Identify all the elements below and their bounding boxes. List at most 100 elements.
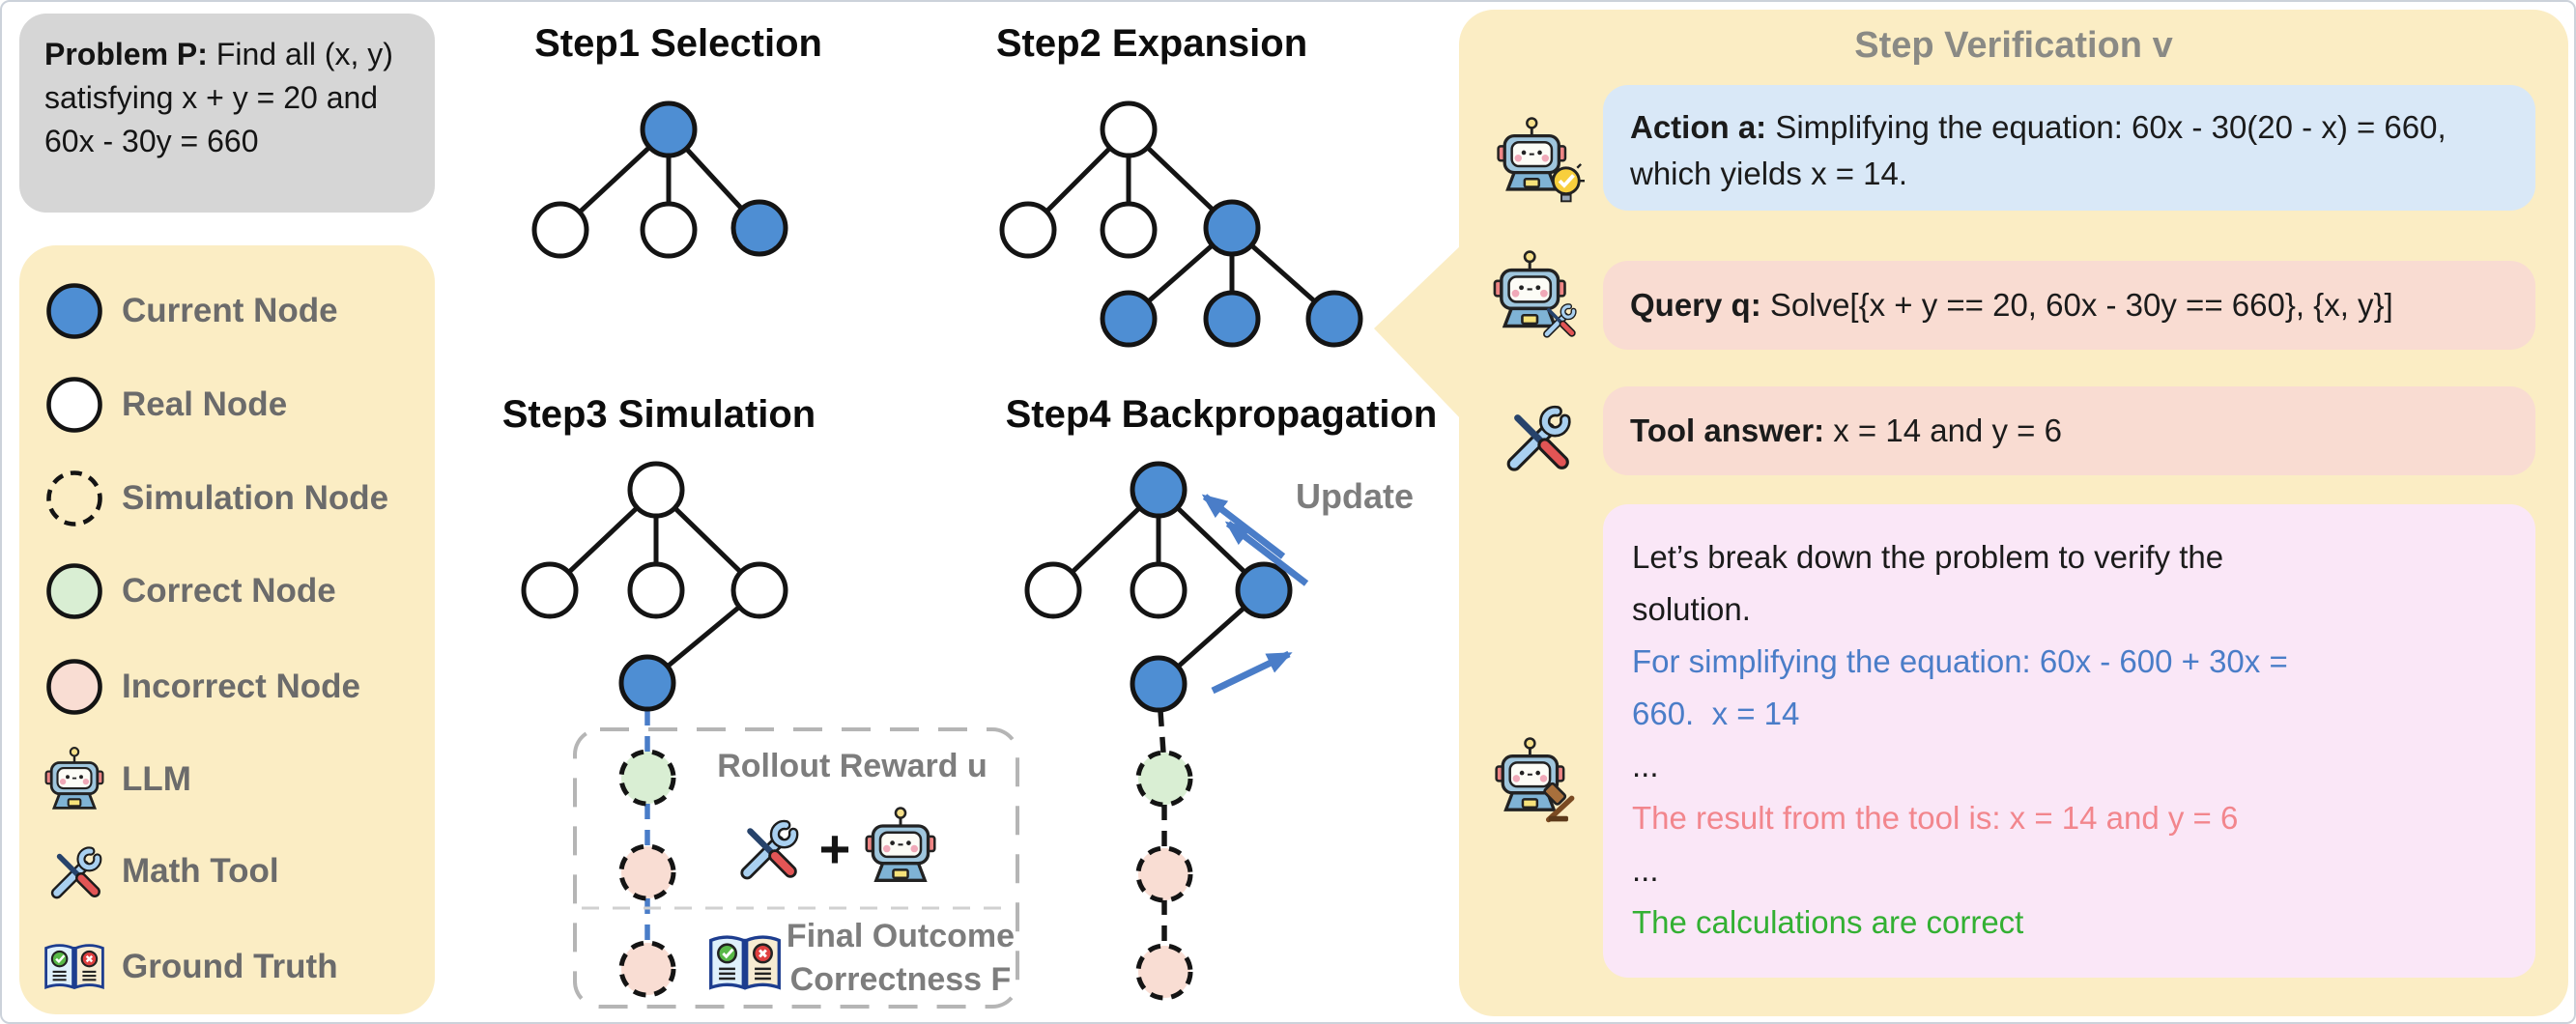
- action-label: Action a:: [1630, 109, 1767, 145]
- tree-node-real: [1130, 561, 1188, 619]
- legend-item-incorrect-node: Incorrect Node: [41, 653, 360, 721]
- tools-icon: [41, 834, 108, 909]
- tool-answer-text: x = 14 and y = 6: [1824, 412, 2062, 448]
- verify-line: ...: [1632, 748, 1659, 783]
- robot-icon: [41, 740, 108, 819]
- incorrect-node-icon: [41, 656, 108, 718]
- update-label: Update: [1296, 476, 1414, 516]
- query-text: Solve[{x + y == 20, 60x - 30y == 660}, {…: [1760, 287, 2393, 323]
- step1-tree: [531, 100, 788, 259]
- tree-node-current: [730, 199, 788, 257]
- legend-label: Real Node: [122, 385, 288, 423]
- verify-line: 660. x = 14: [1632, 696, 1800, 731]
- tree-node-current: [1203, 199, 1261, 257]
- panel-title: Step Verification v: [1854, 25, 2173, 66]
- legend-item-ground-truth: Ground Truth: [41, 933, 338, 1001]
- robot-lightbulb-icon: [1492, 116, 1585, 213]
- action-card: Action a: Simplifying the equation: 60x …: [1603, 85, 2535, 211]
- tree-node-real: [999, 201, 1057, 259]
- tree-node-current: [640, 100, 698, 158]
- verify-line: For simplifying the equation: 60x - 600 …: [1632, 643, 2288, 679]
- tree-node-incorrect-sim: [618, 843, 676, 901]
- tree-node-incorrect-sim: [618, 940, 676, 998]
- tree-node-real: [627, 461, 685, 519]
- legend-item-correct-node: Correct Node: [41, 557, 336, 625]
- legend-item-simulation-node: Simulation Node: [41, 465, 388, 532]
- mcts-diagram: Step1 Selection Step2 Expansion Step3 Si…: [502, 22, 1463, 1009]
- backprop-rollout-links: [1158, 710, 1167, 943]
- problem-text: Find all (x, y) satisfying x + y = 20 an…: [44, 37, 393, 158]
- final-outcome-label-line2: Correctness F: [790, 961, 1012, 998]
- tree-node-real: [521, 561, 579, 619]
- tree-node-real: [730, 561, 788, 619]
- real-node-icon: [41, 374, 108, 436]
- robot-icon: [865, 806, 936, 882]
- legend-label: Ground Truth: [122, 948, 338, 985]
- tree-node-current: [618, 654, 676, 712]
- verification-card: Let’s break down the problem to verify t…: [1603, 504, 2535, 978]
- problem-statement-box: Problem P: Find all (x, y) satisfying x …: [19, 14, 435, 213]
- tree-node-correct-sim: [1135, 750, 1193, 808]
- tree-node-current: [1100, 290, 1158, 348]
- legend-panel: Current Node Real Node Simulation Node C…: [19, 245, 435, 1014]
- robot-tools-icon: [1488, 249, 1581, 347]
- tools-icon: [747, 825, 793, 873]
- update-arrow-icon: [1211, 650, 1293, 695]
- legend-label: LLM: [122, 760, 191, 798]
- tree-node-current: [1235, 561, 1293, 619]
- problem-label: Problem P:: [44, 37, 208, 71]
- step3-title: Step3 Simulation: [502, 393, 816, 436]
- step4-title: Step4 Backpropagation: [1006, 393, 1438, 436]
- tree-node-current: [1305, 290, 1363, 348]
- tree-node-real: [640, 201, 698, 259]
- verify-line: solution.: [1632, 591, 1751, 627]
- tools-icon: [1494, 394, 1579, 484]
- verify-line: Let’s break down the problem to verify t…: [1632, 539, 2224, 575]
- legend-label: Correct Node: [122, 572, 336, 610]
- update-arrow-icon: [1224, 521, 1309, 586]
- step2-tree: [999, 100, 1363, 348]
- step2-title: Step2 Expansion: [996, 22, 1307, 65]
- simulation-node-icon: [41, 468, 108, 529]
- ground-truth-book-icon: [41, 928, 108, 1006]
- legend-label: Incorrect Node: [122, 668, 360, 705]
- legend-label: Simulation Node: [122, 479, 389, 517]
- tree-node-real: [531, 201, 589, 259]
- rollout-reward-box: Rollout Reward u + Final Outcome Correct…: [573, 727, 1019, 1009]
- current-node-icon: [41, 280, 108, 342]
- tree-node-correct-sim: [618, 749, 676, 807]
- action-text: Simplifying the equation: 60x - 30(20 - …: [1630, 109, 2447, 191]
- legend-label: Math Tool: [122, 852, 279, 890]
- step-verification-panel: Step Verification v Action a: Simplifyin…: [1459, 10, 2568, 1016]
- verify-line: ...: [1632, 852, 1659, 888]
- tool-answer-label: Tool answer:: [1630, 412, 1825, 448]
- speech-bubble-tail: [1374, 243, 1463, 421]
- rollout-reward-label: Rollout Reward u: [717, 748, 987, 784]
- robot-gavel-icon: [1490, 736, 1579, 830]
- legend-item-real-node: Real Node: [41, 371, 287, 439]
- legend-item-llm: LLM: [41, 746, 191, 813]
- verify-line: The result from the tool is: x = 14 and …: [1632, 800, 2239, 836]
- tree-node-current: [1130, 461, 1188, 519]
- update-arrows: [1201, 494, 1309, 695]
- legend-item-math-tool: Math Tool: [41, 838, 279, 905]
- legend-item-current-node: Current Node: [41, 277, 338, 345]
- tree-node-current: [1130, 655, 1188, 713]
- step4-tree: Update: [1024, 461, 1414, 1001]
- tree-node-incorrect-sim: [1135, 943, 1193, 1001]
- tree-node-real: [1024, 561, 1082, 619]
- step3-tree: [521, 461, 788, 998]
- step1-title: Step1 Selection: [534, 22, 822, 65]
- query-card: Query q: Solve[{x + y == 20, 60x - 30y =…: [1603, 261, 2535, 350]
- tree-node-real: [1100, 100, 1158, 158]
- tool-answer-card: Tool answer: x = 14 and y = 6: [1603, 386, 2535, 475]
- plus-sign: +: [819, 818, 851, 879]
- final-outcome-label-line1: Final Outcome: [787, 918, 1015, 954]
- tree-node-current: [1203, 290, 1261, 348]
- legend-label: Current Node: [122, 292, 338, 329]
- tree-node-real: [627, 561, 685, 619]
- verify-line: The calculations are correct: [1632, 904, 2024, 940]
- ground-truth-book-icon: [709, 935, 781, 989]
- tree-node-incorrect-sim: [1135, 845, 1193, 903]
